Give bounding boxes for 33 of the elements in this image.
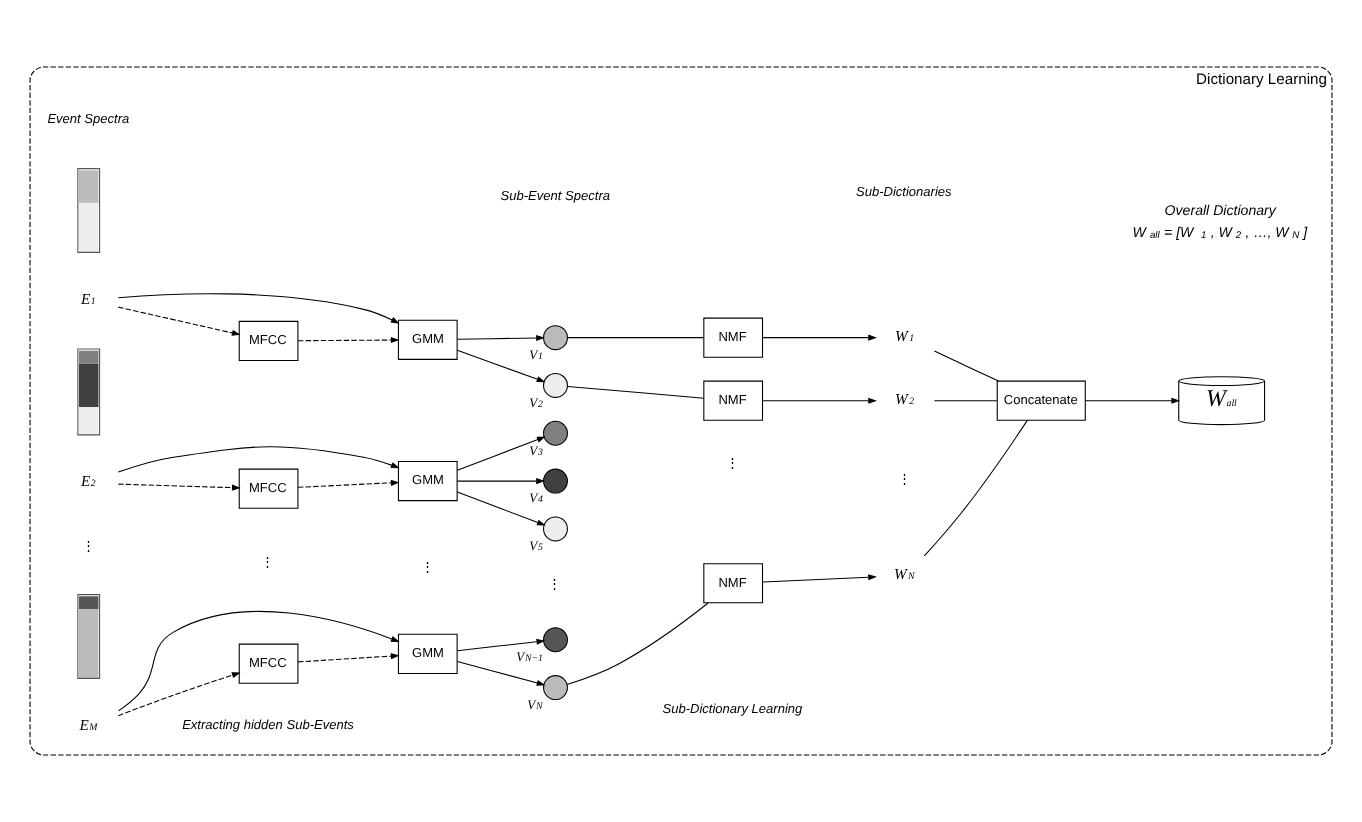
connector — [566, 602, 709, 685]
node-circle — [543, 627, 568, 653]
arrow — [762, 397, 877, 404]
arrow — [117, 611, 400, 712]
arrow — [762, 574, 877, 583]
arrow — [456, 349, 546, 383]
arrow — [117, 446, 400, 473]
arrow — [117, 306, 241, 336]
node-circle — [543, 675, 568, 701]
connector — [933, 350, 1000, 382]
arrow — [456, 491, 546, 526]
arrow — [456, 334, 545, 341]
arrow — [117, 483, 241, 491]
arrow — [117, 672, 241, 717]
arrow — [297, 479, 400, 488]
arrow — [456, 478, 545, 485]
arrow — [456, 638, 546, 652]
connector — [567, 337, 705, 339]
arrow — [456, 661, 546, 686]
connector — [933, 400, 998, 402]
connector — [923, 419, 1028, 557]
arrow — [456, 436, 546, 471]
node-circle — [543, 325, 568, 351]
connector — [567, 385, 705, 399]
arrow — [762, 334, 877, 341]
arrow — [1084, 397, 1181, 404]
node-circle — [543, 468, 568, 494]
node-circle — [543, 372, 568, 398]
arrow — [117, 293, 400, 324]
arrow — [297, 337, 400, 344]
arrow — [297, 653, 400, 663]
node-circle — [543, 420, 568, 446]
node-circle — [543, 516, 568, 542]
